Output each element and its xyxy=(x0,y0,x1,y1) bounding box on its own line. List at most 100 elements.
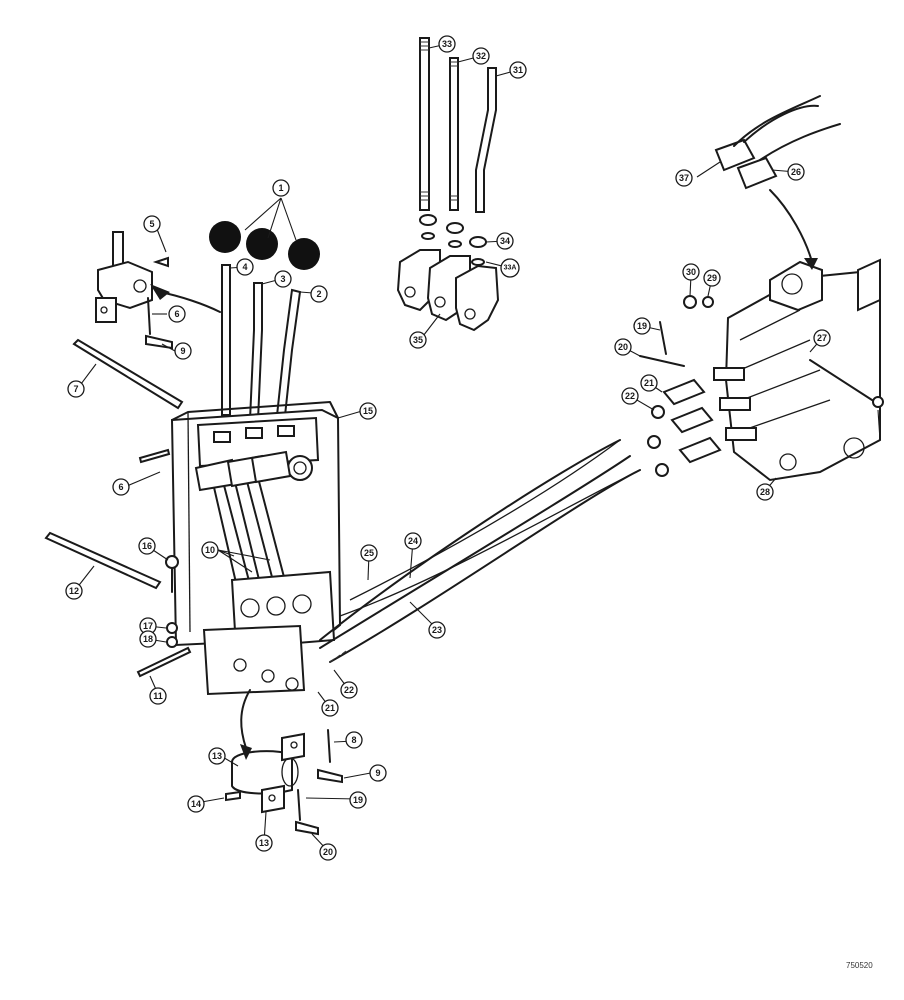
callout-15: 15 xyxy=(359,402,377,420)
svg-text:5: 5 xyxy=(149,219,154,229)
switch-assembly xyxy=(714,95,841,190)
clevis-cluster xyxy=(396,214,500,332)
callout-6: 6 xyxy=(112,478,130,496)
svg-text:25: 25 xyxy=(364,548,374,558)
svg-text:24: 24 xyxy=(408,536,418,546)
svg-text:18: 18 xyxy=(143,634,153,644)
control-levers xyxy=(221,264,302,426)
svg-text:27: 27 xyxy=(817,333,827,343)
callout-13: 13 xyxy=(208,747,226,765)
svg-text:15: 15 xyxy=(363,406,373,416)
callout-13: 13 xyxy=(255,834,273,852)
callout-5: 5 xyxy=(143,215,161,233)
reference-code: 750520 xyxy=(846,961,873,970)
svg-text:17: 17 xyxy=(143,621,153,631)
svg-text:21: 21 xyxy=(644,378,654,388)
svg-text:16: 16 xyxy=(142,541,152,551)
callout-14: 14 xyxy=(187,795,205,813)
svg-text:14: 14 xyxy=(191,799,201,809)
callout-12: 12 xyxy=(65,582,83,600)
svg-text:22: 22 xyxy=(625,391,635,401)
svg-text:20: 20 xyxy=(323,847,333,857)
callout-28: 28 xyxy=(756,483,774,501)
svg-text:31: 31 xyxy=(513,65,523,75)
callout-21: 21 xyxy=(640,374,658,392)
upper-lever-rods xyxy=(419,37,497,213)
detail-arrows xyxy=(150,189,818,760)
callout-33: 33 xyxy=(438,35,456,53)
callout-19: 19 xyxy=(349,791,367,809)
svg-text:22: 22 xyxy=(344,685,354,695)
svg-text:6: 6 xyxy=(118,482,123,492)
svg-text:19: 19 xyxy=(637,321,647,331)
callout-30: 30 xyxy=(682,263,700,281)
callout-34: 34 xyxy=(496,232,514,250)
callout-31: 31 xyxy=(509,61,527,79)
callout-9: 9 xyxy=(369,764,387,782)
callout-11: 11 xyxy=(149,687,167,705)
callout-10: 10 xyxy=(201,541,219,559)
shaft-7 xyxy=(72,338,184,410)
callout-33a: 33A xyxy=(500,258,520,278)
svg-text:32: 32 xyxy=(476,51,486,61)
svg-text:11: 11 xyxy=(153,691,163,701)
svg-text:26: 26 xyxy=(791,167,801,177)
svg-text:6: 6 xyxy=(174,309,179,319)
callout-37: 37 xyxy=(675,169,693,187)
svg-text:9: 9 xyxy=(375,768,380,778)
svg-text:35: 35 xyxy=(413,335,423,345)
callout-18: 18 xyxy=(139,630,157,648)
svg-text:1: 1 xyxy=(278,183,283,193)
svg-text:9: 9 xyxy=(180,346,185,356)
rod-end-assemblies xyxy=(639,295,722,477)
svg-text:8: 8 xyxy=(351,735,356,745)
callout-20: 20 xyxy=(319,843,337,861)
svg-text:37: 37 xyxy=(679,173,689,183)
svg-text:20: 20 xyxy=(618,342,628,352)
svg-text:4: 4 xyxy=(242,262,247,272)
callout-24: 24 xyxy=(404,532,422,550)
callout-9: 9 xyxy=(174,342,192,360)
callout-7: 7 xyxy=(67,380,85,398)
svg-text:3: 3 xyxy=(280,274,285,284)
callout-19: 19 xyxy=(633,317,651,335)
svg-text:29: 29 xyxy=(707,273,717,283)
callout-26: 26 xyxy=(787,163,805,181)
callout-20: 20 xyxy=(614,338,632,356)
callouts: 1 2 3 4 5 6 6 7 8 8 9 9 10 11 12 13 13 1… xyxy=(65,35,831,861)
callout-3: 3 xyxy=(274,270,292,288)
svg-text:34: 34 xyxy=(500,236,510,246)
callout-4: 4 xyxy=(236,258,254,276)
callout-32: 32 xyxy=(472,47,490,65)
svg-text:33: 33 xyxy=(442,39,452,49)
control-valve xyxy=(713,258,884,482)
callout-8: 8 xyxy=(345,731,363,749)
callout-21: 21 xyxy=(321,699,339,717)
lever-knobs xyxy=(209,221,320,270)
svg-text:33A: 33A xyxy=(504,265,517,272)
svg-text:30: 30 xyxy=(686,267,696,277)
svg-text:2: 2 xyxy=(316,289,321,299)
svg-text:13: 13 xyxy=(259,838,269,848)
callout-1: 1 xyxy=(272,179,290,197)
callout-35: 35 xyxy=(409,331,427,349)
callout-29: 29 xyxy=(703,269,721,287)
control-housing xyxy=(136,401,342,696)
shaft-12 xyxy=(44,531,162,590)
svg-text:12: 12 xyxy=(69,586,79,596)
pivot-block-upper xyxy=(95,231,173,350)
svg-text:23: 23 xyxy=(432,625,442,635)
callout-6: 6 xyxy=(168,305,186,323)
swivel-block-lower xyxy=(225,729,343,836)
svg-text:10: 10 xyxy=(205,545,215,555)
svg-text:13: 13 xyxy=(212,751,222,761)
callout-27: 27 xyxy=(813,329,831,347)
svg-text:19: 19 xyxy=(353,795,363,805)
callout-25: 25 xyxy=(360,544,378,562)
callout-22: 22 xyxy=(340,681,358,699)
svg-text:28: 28 xyxy=(760,487,770,497)
callout-22: 22 xyxy=(621,387,639,405)
callout-2: 2 xyxy=(310,285,328,303)
control-cables xyxy=(319,439,641,663)
